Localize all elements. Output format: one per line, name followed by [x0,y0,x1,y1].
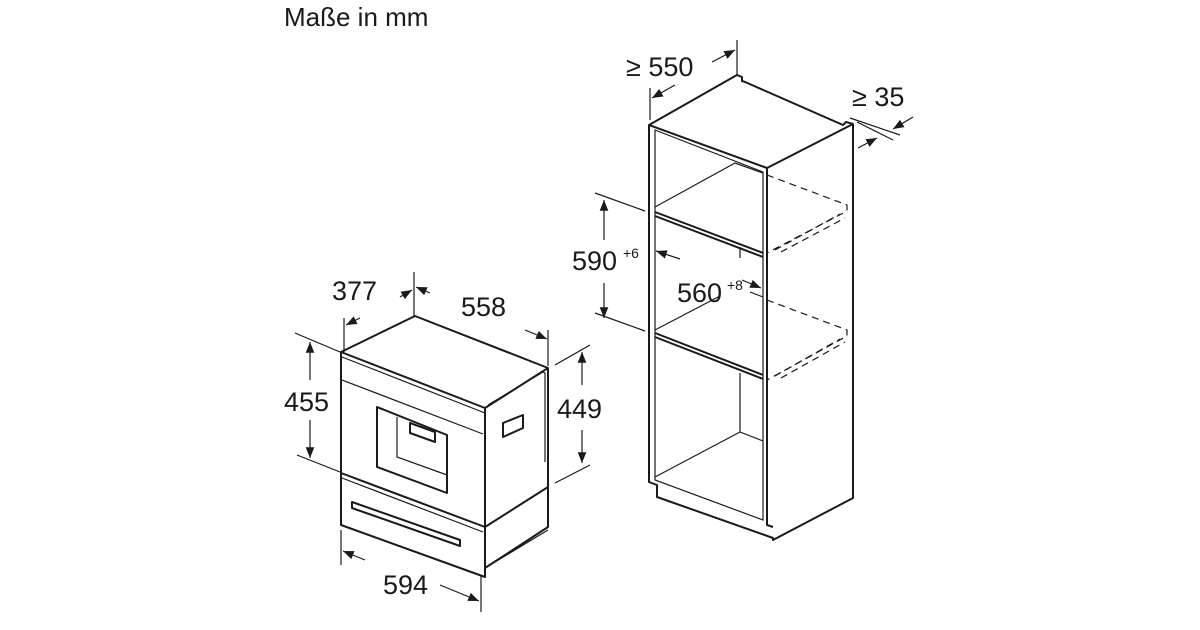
dim-560: 560 [677,278,722,308]
appliance-dimensions: 377 558 455 449 594 [284,272,602,612]
dim-594: 594 [383,570,428,600]
cabinet-dimensions: ≥ 550 ≥ 35 590 +6 560 +8 [572,40,914,332]
dim-377: 377 [332,276,377,306]
coffee-spout [409,422,436,443]
dim-560-tolerance: +8 [727,277,743,293]
dim-455: 455 [284,387,329,417]
side-recess [502,414,524,438]
drawer-handle [351,501,461,547]
diagram-title: Maße in mm [284,2,429,32]
coffee-machine-drawing [340,315,549,578]
tall-cabinet-drawing [648,74,854,541]
dim-558: 558 [461,292,506,322]
dim-590: 590 [572,246,617,276]
dim-449: 449 [557,394,602,424]
dim-550: ≥ 550 [626,52,693,82]
dim-35: ≥ 35 [852,82,904,112]
dim-590-tolerance: +6 [623,245,639,261]
cup-recess [376,406,448,494]
